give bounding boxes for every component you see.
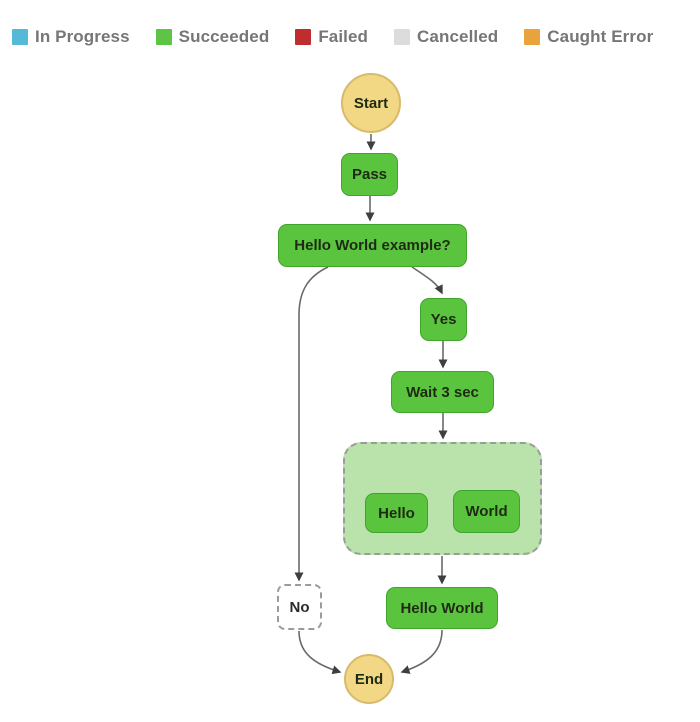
- node-end[interactable]: End: [344, 654, 394, 704]
- node-start[interactable]: Start: [341, 73, 401, 133]
- node-hello[interactable]: Hello: [365, 493, 428, 533]
- legend-item-failed: Failed: [295, 27, 368, 47]
- node-hello-world[interactable]: Hello World: [386, 587, 498, 629]
- edge-hello-world-to-end: [400, 629, 443, 674]
- legend-item-caught-error: Caught Error: [524, 27, 653, 47]
- legend-label: Caught Error: [547, 27, 654, 46]
- failed-swatch-icon: [295, 29, 312, 45]
- edge-no-to-end: [298, 630, 342, 675]
- legend-item-cancelled: Cancelled: [394, 27, 498, 47]
- node-wait-3-sec[interactable]: Wait 3 sec: [391, 371, 494, 413]
- node-no[interactable]: No: [277, 584, 322, 630]
- legend-item-in-progress: In Progress: [12, 27, 130, 47]
- legend-item-succeeded: Succeeded: [155, 27, 270, 47]
- node-pass[interactable]: Pass: [341, 153, 398, 196]
- legend-label: Cancelled: [417, 27, 499, 46]
- node-world[interactable]: World: [453, 490, 520, 533]
- in-progress-swatch-icon: [12, 29, 28, 45]
- legend-label: In Progress: [35, 27, 130, 46]
- cancelled-swatch-icon: [394, 29, 411, 45]
- succeeded-swatch-icon: [155, 29, 172, 45]
- edge-choice-to-yes: [411, 266, 443, 295]
- legend-label: Failed: [318, 27, 369, 46]
- status-legend: In Progress Succeeded Failed Cancelled C…: [12, 27, 694, 47]
- node-yes[interactable]: Yes: [420, 298, 467, 341]
- caught-error-swatch-icon: [524, 29, 541, 45]
- node-choice-hello-world-example[interactable]: Hello World example?: [278, 224, 467, 267]
- legend-label: Succeeded: [178, 27, 270, 46]
- edge-choice-to-no: [294, 266, 329, 582]
